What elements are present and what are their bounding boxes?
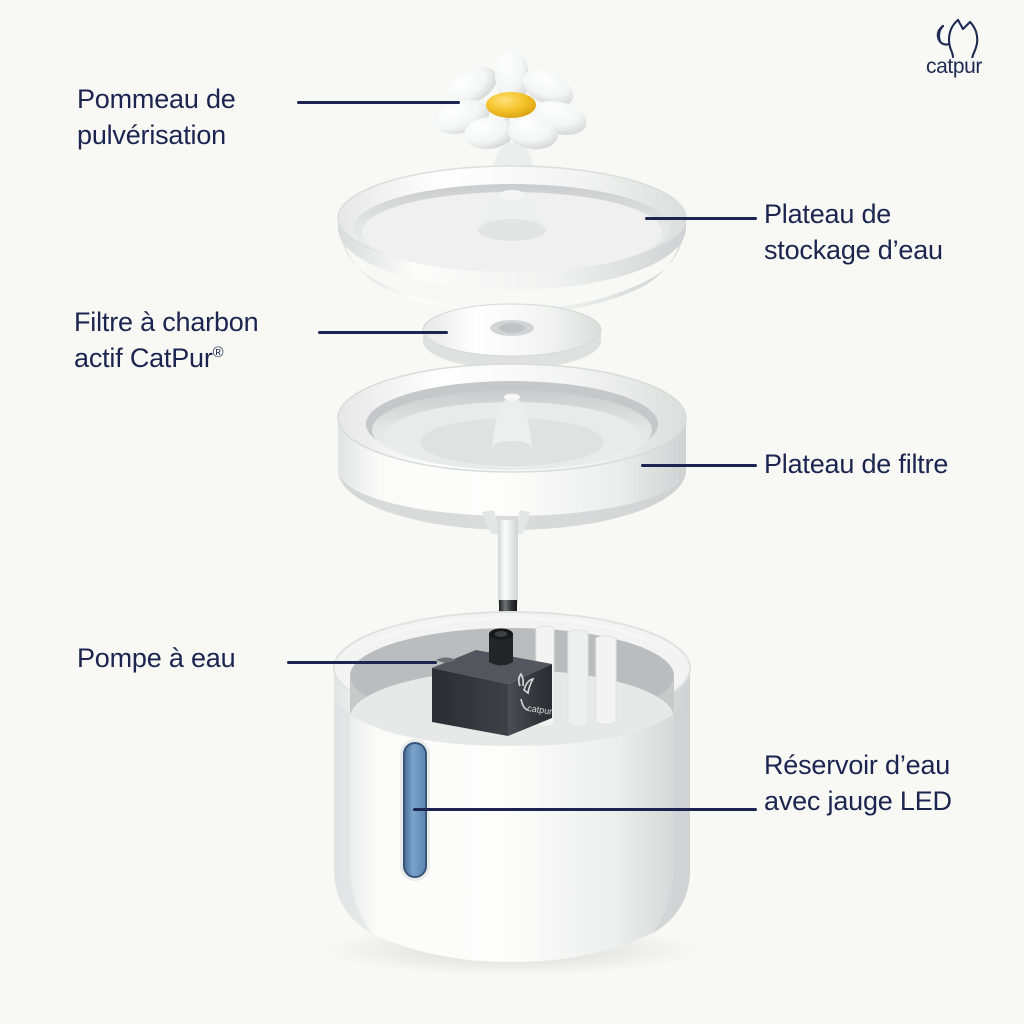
leader-line-water-reservoir	[413, 808, 757, 811]
leader-line-carbon-filter	[318, 331, 448, 334]
leader-line-spray-head	[297, 101, 460, 104]
cat-silhouette-icon	[936, 18, 979, 58]
part-water-pump: catpur	[432, 628, 553, 736]
registered-trademark-symbol: ®	[212, 344, 224, 361]
brand-wordmark: catpur	[926, 55, 982, 78]
leader-line-filter-tray	[641, 464, 757, 467]
callout-label-filter-tray: Plateau de filtre	[764, 449, 949, 479]
callout-label-water-pump: Pompe à eau	[77, 643, 236, 673]
part-spray-head	[434, 49, 587, 196]
leader-line-water-pump	[287, 661, 437, 664]
callout-label-spray-head: Pommeau de pulvérisation	[77, 84, 236, 150]
callout-label-carbon-filter-text: Filtre à charbon actif CatPur	[74, 307, 259, 373]
part-filter-tray	[337, 363, 687, 534]
leader-line-water-storage-tray	[645, 217, 757, 220]
pump-brand-mark: catpur	[517, 672, 553, 716]
svg-text:catpur: catpur	[527, 703, 553, 716]
part-water-reservoir: catpur	[322, 611, 702, 976]
part-carbon-filter-disc	[422, 303, 602, 369]
brand-logo: catpur	[906, 14, 1002, 80]
callout-label-carbon-filter: Filtre à charbon actif CatPur®	[74, 305, 259, 376]
callout-label-water-reservoir: Réservoir d’eau avec jauge LED	[764, 750, 952, 816]
callout-label-water-storage-tray: Plateau de stockage d’eau	[764, 199, 943, 265]
part-water-storage-tray	[337, 165, 687, 314]
